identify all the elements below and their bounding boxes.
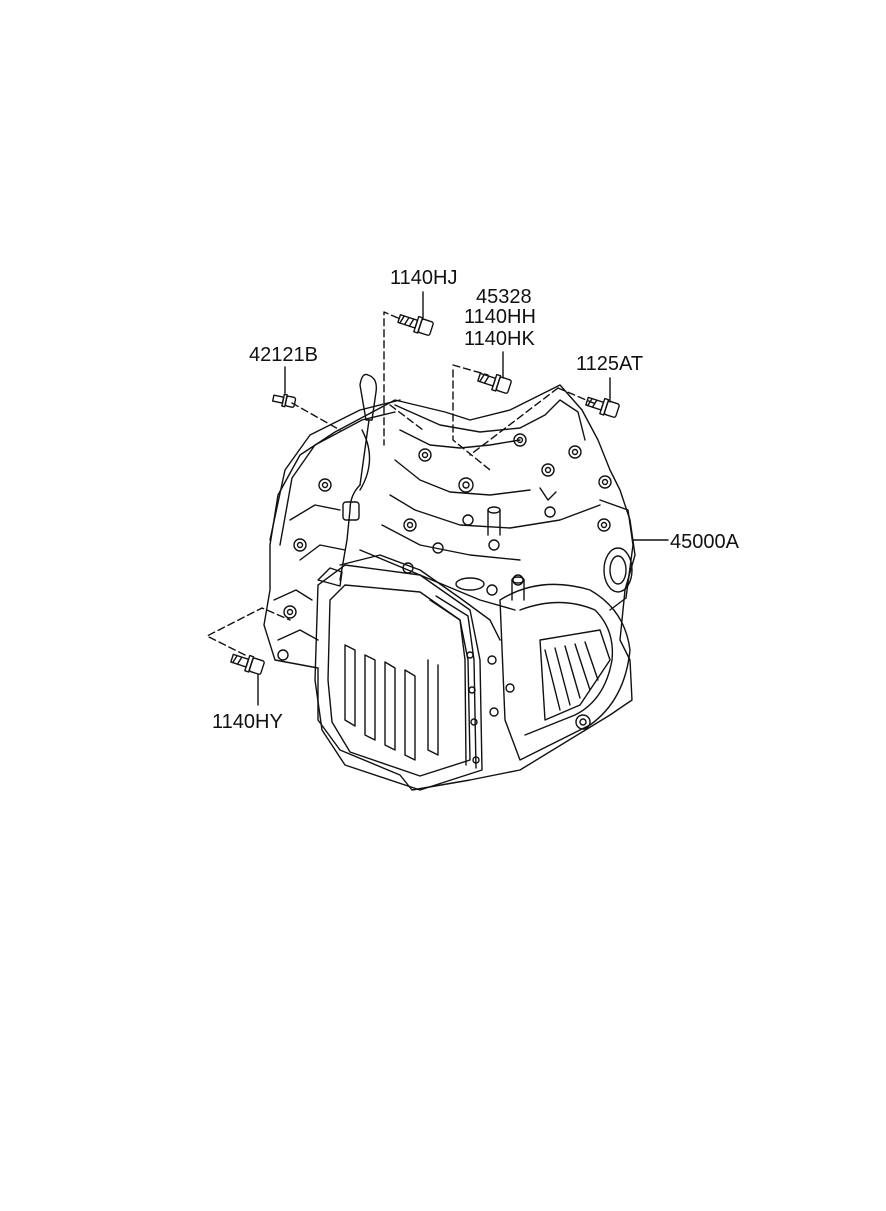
label-42121b: 42121B [249,344,318,366]
leader-lines [257,291,669,706]
label-1125at: 1125AT [576,353,643,375]
bolt-1140hk-icon [477,372,512,394]
label-1140hk: 1140HK [464,328,535,350]
label-45328: 45328 [476,286,532,308]
bolt-42121b-icon [271,393,297,408]
label-1140hj: 1140HJ [390,267,457,289]
bolt-1125at-icon [585,396,620,418]
label-1140hh: 1140HH [464,306,536,328]
housing-bosses [277,433,612,764]
bolt-1140hj-icon [397,314,434,336]
label-45000a: 45000A [670,531,740,553]
label-1140hy: 1140HY [212,711,283,733]
transmission-assembly [263,373,636,791]
bolt-1140hy-icon [230,653,265,675]
